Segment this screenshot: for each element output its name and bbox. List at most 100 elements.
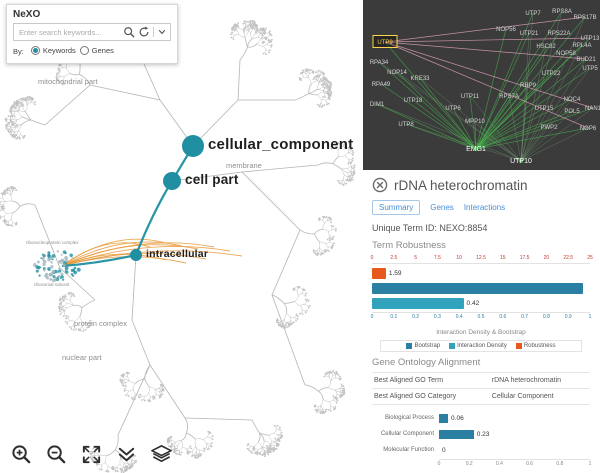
bar-value-label: 0.42	[466, 299, 480, 307]
network-node-label[interactable]: UTP10	[510, 158, 532, 165]
network-node-label[interactable]: RPS17B	[573, 15, 596, 21]
network-node-label[interactable]: MPP10	[465, 119, 485, 125]
tree-node[interactable]	[130, 249, 142, 261]
tree-node[interactable]	[182, 135, 204, 157]
close-button[interactable]	[372, 177, 388, 193]
app-title: NeXO	[13, 9, 41, 20]
network-node-label[interactable]: RPS22A	[547, 31, 570, 37]
bar-value-label: 1.59	[388, 269, 402, 277]
table-value: rDNA heterochromatin	[489, 372, 590, 389]
network-node-label[interactable]: NOP58	[556, 51, 576, 57]
network-node-label[interactable]: BUD21	[576, 57, 596, 63]
term-id: Unique Term ID: NEXO:8854	[372, 223, 488, 233]
network-node-label[interactable]: NAN1	[585, 106, 600, 112]
table-value: Cellular Component	[489, 388, 590, 405]
fit-to-screen-button[interactable]	[78, 441, 104, 467]
tab-summary[interactable]: Summary	[372, 200, 421, 215]
term-title: rDNA heterochromatin	[394, 177, 528, 193]
by-label: By:	[13, 47, 24, 56]
search-icon[interactable]	[123, 26, 135, 38]
map-controls	[8, 441, 174, 467]
network-node-label[interactable]: RPS8A	[552, 9, 572, 15]
layers-icon	[150, 444, 172, 462]
robustness-axis-label: Interaction Density & Bootstrap	[436, 329, 526, 336]
legend-item: Interaction Density	[449, 343, 507, 349]
legend-swatch	[515, 343, 522, 349]
search-panel: NeXO By: Keywords Genes	[6, 4, 178, 64]
network-node-label[interactable]: UTP22	[542, 71, 561, 77]
radio-genes[interactable]: Genes	[79, 46, 114, 55]
chevron-down-icon[interactable]	[153, 27, 167, 37]
collapse-icon	[118, 447, 134, 461]
zoom-in-button[interactable]	[8, 441, 34, 467]
alignment-bar	[439, 429, 474, 439]
network-node-label[interactable]: UTP5	[582, 66, 598, 72]
network-node-label[interactable]: DIM1	[370, 102, 385, 108]
network-node-label[interactable]: RPA34	[370, 60, 389, 66]
network-node-label[interactable]: PWP2	[540, 125, 558, 131]
radio-icon	[30, 46, 40, 55]
network-node-label[interactable]: UTP7	[525, 11, 541, 17]
tab-genes[interactable]: Genes	[430, 203, 454, 212]
tab-interactions[interactable]: Interactions	[463, 203, 506, 212]
table-label: Best Aligned GO Category	[372, 388, 490, 405]
network-node-label[interactable]: UTP11	[461, 94, 480, 100]
legend-swatch	[406, 343, 413, 349]
network-node-label[interactable]: HSC82	[536, 44, 556, 50]
robustness-bar-robustness	[372, 267, 386, 279]
network-node-label[interactable]: NOP14	[387, 70, 407, 76]
network-node-label[interactable]: UTP18	[404, 98, 423, 104]
network-node-label[interactable]: KRE33	[410, 76, 430, 82]
radio-label: Genes	[91, 46, 114, 55]
go-alignment-heading: Gene Ontology Alignment	[372, 357, 481, 368]
zoom-out-button[interactable]	[43, 441, 69, 467]
network-node-label[interactable]: RPA49	[372, 82, 391, 88]
detail-header: rDNA heterochromatin	[372, 177, 590, 193]
network-node-label[interactable]: UTP6	[445, 106, 461, 112]
legend-item: Bootstrap	[406, 343, 440, 349]
fit-to-screen-icon	[82, 445, 100, 463]
network-node-label[interactable]: EMG1	[466, 146, 486, 153]
robustness-bar-interaction-density	[372, 297, 464, 309]
collapse-button[interactable]	[113, 441, 139, 467]
search-field-row	[13, 23, 171, 41]
network-node-label[interactable]: UTP15	[535, 106, 554, 112]
network-node-label[interactable]: POL5	[564, 109, 580, 115]
reset-icon[interactable]	[138, 26, 150, 38]
network-node-label[interactable]: UTP13	[581, 36, 600, 42]
network-node-label[interactable]: NOP56	[496, 27, 516, 33]
tree-node[interactable]	[163, 172, 181, 190]
network-node-label[interactable]: NOC4	[564, 97, 581, 103]
network-node-label[interactable]: UTP8	[398, 122, 414, 128]
network-node-label[interactable]: RPL4A	[572, 43, 591, 49]
search-mode-row: By: Keywords Genes	[13, 46, 171, 57]
network-node-label[interactable]: UTP21	[520, 31, 539, 37]
legend-swatch	[449, 343, 456, 349]
radio-keywords[interactable]: Keywords	[30, 46, 76, 55]
radio-icon	[79, 46, 89, 55]
robustness-bar-bootstrap	[372, 282, 584, 294]
network-node-label[interactable]: RRP9	[520, 83, 537, 89]
network-node-label[interactable]: NOP6	[580, 126, 597, 132]
network-node-label[interactable]: RPS7A	[499, 94, 519, 100]
layers-button[interactable]	[148, 441, 174, 467]
detail-tabs: Summary Genes Interactions	[372, 200, 590, 215]
network-node-label[interactable]: UTP9	[377, 40, 393, 46]
search-input[interactable]	[17, 26, 120, 38]
